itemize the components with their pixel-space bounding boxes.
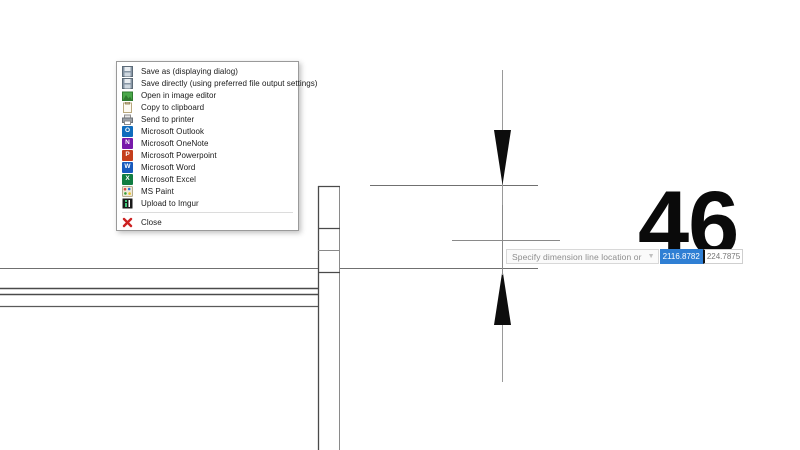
menu-item-copy-to-clipboard[interactable]: Copy to clipboard	[117, 101, 298, 113]
menu-item-label: Copy to clipboard	[141, 102, 205, 112]
dimension-extension-lines	[340, 185, 538, 269]
crosshair-cursor	[452, 205, 560, 275]
menu-item-microsoft-onenote[interactable]: N Microsoft OneNote	[117, 137, 298, 149]
menu-item-send-to-printer[interactable]: Send to printer	[117, 113, 298, 125]
menu-item-upload-to-imgur[interactable]: Upload to Imgur	[117, 197, 298, 209]
dynamic-input-primary-field[interactable]: 2116.8782	[659, 249, 703, 264]
menu-item-label: MS Paint	[141, 186, 174, 196]
menu-item-save-as-displaying-dialog[interactable]: Save as (displaying dialog)	[117, 65, 298, 77]
outlook-icon: O	[122, 125, 133, 137]
floppy-disk-icon	[122, 65, 133, 77]
menu-item-label: Open in image editor	[141, 90, 217, 100]
menu-item-label: Upload to Imgur	[141, 198, 199, 208]
menu-item-ms-paint[interactable]: MS Paint	[117, 185, 298, 197]
word-icon: W	[122, 161, 133, 173]
floppy-disk-icon	[122, 77, 133, 89]
powerpoint-icon: P	[122, 149, 133, 161]
menu-item-label: Send to printer	[141, 114, 195, 124]
column-profile	[317, 185, 340, 450]
menu-item-microsoft-outlook[interactable]: O Microsoft Outlook	[117, 125, 298, 137]
dynamic-input-secondary-field[interactable]: 224.7875	[702, 249, 744, 264]
menu-item-label: Save as (displaying dialog)	[141, 66, 238, 76]
onenote-icon: N	[122, 137, 133, 149]
command-prompt-text: Specify dimension line location or	[512, 251, 642, 262]
menu-item-open-in-image-editor[interactable]: Open in image editor	[117, 89, 298, 101]
menu-item-close[interactable]: Close	[117, 216, 298, 228]
menu-item-label: Microsoft Word	[141, 162, 196, 172]
menu-item-microsoft-powerpoint[interactable]: P Microsoft Powerpoint	[117, 149, 298, 161]
excel-icon: X	[122, 173, 133, 185]
menu-item-label: Microsoft Powerpoint	[141, 150, 217, 160]
dimension-arrowheads	[494, 130, 511, 325]
chevron-down-icon[interactable]: ▼	[647, 253, 655, 260]
menu-item-label: Close	[141, 217, 162, 227]
image-editor-icon	[122, 90, 133, 101]
close-x-icon	[122, 217, 133, 228]
clipboard-icon	[122, 101, 133, 113]
menu-item-microsoft-excel[interactable]: X Microsoft Excel	[117, 173, 298, 185]
printer-icon	[122, 114, 133, 125]
menu-item-label: Save directly (using preferred file outp…	[141, 78, 318, 88]
menu-item-label: Microsoft Excel	[141, 174, 196, 184]
menu-item-label: Microsoft Outlook	[141, 126, 205, 136]
menu-item-save-directly-using-preferred-file-output-settings[interactable]: Save directly (using preferred file outp…	[117, 77, 317, 89]
ms-paint-icon	[122, 185, 133, 197]
menu-separator	[122, 212, 293, 213]
section-horizontal-lines	[0, 268, 318, 308]
imgur-icon	[122, 198, 133, 209]
menu-item-microsoft-word[interactable]: W Microsoft Word	[117, 161, 298, 173]
screenshot-context-menu[interactable]: Save as (displaying dialog) Save directly…	[116, 61, 317, 231]
menu-item-label: Microsoft OneNote	[141, 138, 209, 148]
dynamic-input-bar[interactable]: Specify dimension line location or ▼ 211…	[506, 249, 744, 264]
command-prompt-box: Specify dimension line location or ▼	[506, 249, 659, 264]
